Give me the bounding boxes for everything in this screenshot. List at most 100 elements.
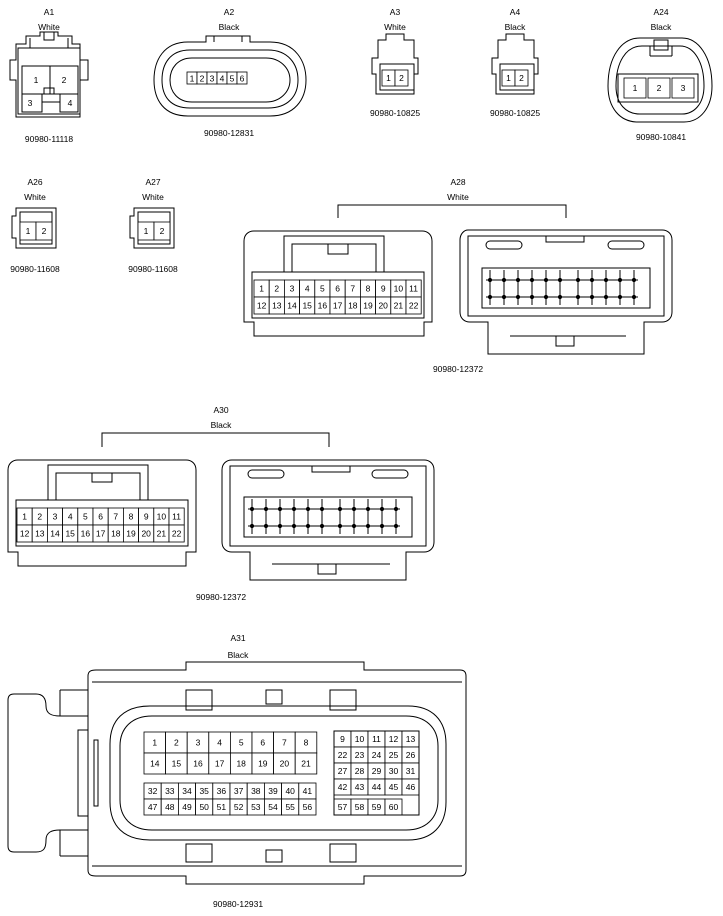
a30-pin-6: 6 <box>98 512 103 522</box>
a31-id: A31 <box>230 633 245 643</box>
a2-pin-6: 6 <box>240 74 245 84</box>
a31-pin-2: 2 <box>174 738 179 748</box>
a30-terminal-dot <box>365 523 371 529</box>
connector-a3: A3 White 1 2 90980-10825 <box>370 7 420 118</box>
a31-pin-8: 8 <box>304 738 309 748</box>
a31-pin-44: 44 <box>372 782 382 792</box>
a27-color: White <box>142 192 164 202</box>
a30-terminal-dot <box>393 523 399 529</box>
a31-pin-36: 36 <box>217 786 227 796</box>
a30-color: Black <box>211 420 233 430</box>
a30-pin-12: 12 <box>20 529 30 539</box>
a31-pin-59: 59 <box>372 802 382 812</box>
a30-pin-15: 15 <box>65 529 75 539</box>
a28-pin-22: 22 <box>409 301 419 311</box>
a28-terminal-dot <box>631 294 637 300</box>
a31-part-number: 90980-12931 <box>213 899 263 909</box>
a28-pin-1: 1 <box>259 284 264 294</box>
a28-bracket <box>337 204 567 218</box>
a24-color: Black <box>651 22 673 32</box>
a31-lock-lever <box>7 693 89 853</box>
a31-pin-32: 32 <box>148 786 158 796</box>
a30-pin-7: 7 <box>113 512 118 522</box>
a31-pin-21: 21 <box>301 759 311 769</box>
a30-pin-4: 4 <box>68 512 73 522</box>
a28-pin-17: 17 <box>333 301 343 311</box>
a30-terminal-dots <box>248 499 400 534</box>
connector-a26: A26 White 1 2 90980-11608 <box>10 177 60 274</box>
a1-pin-4: 4 <box>68 98 73 108</box>
a30-terminal-dot <box>305 523 311 529</box>
a1-pin-1: 1 <box>34 75 39 85</box>
a31-pin-24: 24 <box>372 750 382 760</box>
connector-a24: A24 Black 1 2 3 90980-10841 <box>607 7 713 142</box>
a31-pin-30: 30 <box>389 766 399 776</box>
a30-female-housing <box>221 459 435 581</box>
a24-id: A24 <box>653 7 668 17</box>
a31-pin-37: 37 <box>234 786 244 796</box>
a30-pin-cell <box>168 524 185 543</box>
a2-pin-2: 2 <box>200 74 205 84</box>
a31-pin-47: 47 <box>148 802 158 812</box>
a1-pin-2: 2 <box>62 75 67 85</box>
a26-id: A26 <box>27 177 42 187</box>
a28-pin-2: 2 <box>274 284 279 294</box>
a31-pin-46: 46 <box>406 782 416 792</box>
a2-id: A2 <box>224 7 235 17</box>
a31-pin-27: 27 <box>338 766 348 776</box>
a31-pin-20: 20 <box>280 759 290 769</box>
a28-pin-15: 15 <box>302 301 312 311</box>
a4-part-number: 90980-10825 <box>490 108 540 118</box>
a28-terminal-dot <box>617 294 623 300</box>
a31-pin-49: 49 <box>182 802 192 812</box>
a30-pin-19: 19 <box>126 529 136 539</box>
a31-pin-cell <box>298 798 317 816</box>
a28-terminal-dot <box>557 294 563 300</box>
a3-pin-1: 1 <box>386 73 391 83</box>
a31-pin-12: 12 <box>389 734 399 744</box>
a31-pin-3: 3 <box>196 738 201 748</box>
a28-terminal-dot <box>515 294 521 300</box>
a31-pin-60: 60 <box>389 802 399 812</box>
a3-pin-2: 2 <box>399 73 404 83</box>
a28-pin-16: 16 <box>318 301 328 311</box>
a28-terminal-dot <box>603 294 609 300</box>
a31-pin-15: 15 <box>172 759 182 769</box>
a31-pin-42: 42 <box>338 782 348 792</box>
a30-pin-18: 18 <box>111 529 121 539</box>
a30-pin-2: 2 <box>37 512 42 522</box>
a28-female-housing <box>459 229 673 355</box>
a30-pin-10: 10 <box>157 512 167 522</box>
a31-pin-4: 4 <box>217 738 222 748</box>
a28-terminal-dot <box>589 294 595 300</box>
a28-pin-19: 19 <box>363 301 373 311</box>
a3-color: White <box>384 22 406 32</box>
a2-pin-1: 1 <box>190 74 195 84</box>
a30-id: A30 <box>213 405 228 415</box>
a28-pin-20: 20 <box>378 301 388 311</box>
a31-pin-18: 18 <box>236 759 246 769</box>
a28-color: White <box>447 192 469 202</box>
a31-pin-29: 29 <box>372 766 382 776</box>
a28-terminal-dots <box>486 270 638 305</box>
a31-pin-38: 38 <box>251 786 261 796</box>
a31-pin-11: 11 <box>372 734 381 744</box>
a1-latch <box>29 32 69 48</box>
a28-part-number: 90980-12372 <box>433 364 483 374</box>
a2-pin-row: 1 2 3 4 5 6 <box>186 71 248 85</box>
a31-pin-34: 34 <box>182 786 192 796</box>
a28-terminal-dot <box>543 294 549 300</box>
a27-pin-2: 2 <box>160 226 165 236</box>
a31-pin-31: 31 <box>406 766 416 776</box>
a30-terminal-dot <box>319 523 325 529</box>
a30-pin-3: 3 <box>53 512 58 522</box>
a28-pin-6: 6 <box>335 284 340 294</box>
a31-pin-39: 39 <box>268 786 278 796</box>
a28-pin-21: 21 <box>394 301 404 311</box>
a31-pin-7: 7 <box>282 738 287 748</box>
a27-part-number: 90980-11608 <box>128 264 178 274</box>
a31-pin-53: 53 <box>251 802 261 812</box>
a30-part-number: 90980-12372 <box>196 592 246 602</box>
a31-pin-52: 52 <box>234 802 244 812</box>
